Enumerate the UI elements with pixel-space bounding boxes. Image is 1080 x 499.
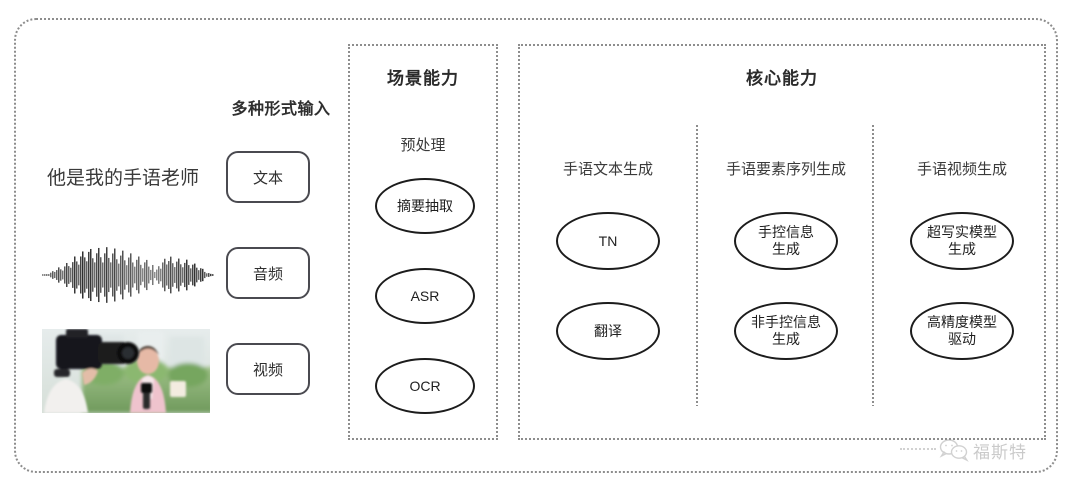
core-capability-title: 核心能力 xyxy=(746,69,818,88)
divider-mask-bottom xyxy=(695,406,701,438)
input-button-audio[interactable]: 音频 xyxy=(226,247,310,299)
scene-node-asr[interactable]: ASR xyxy=(375,268,475,324)
divider-mask-top xyxy=(695,46,701,124)
wechat-icon xyxy=(939,439,969,462)
watermark: 福斯特 xyxy=(900,432,1050,468)
core-column-2-subtitle: 手语要素序列生成 xyxy=(725,161,846,178)
core-node-non-manual-info[interactable]: 非手控信息生成 xyxy=(734,302,838,360)
core-node-tn[interactable]: TN xyxy=(556,212,660,270)
scene-capability-box: 场景能力 预处理 摘要抽取 ASR OCR xyxy=(348,44,498,440)
core-capability-box: 核心能力 手语文本生成 TN 翻译 手语要素序列生成 手控信息生成 非手控信息生… xyxy=(518,44,1046,440)
core-node-translation[interactable]: 翻译 xyxy=(556,302,660,360)
input-row-video: 视频 xyxy=(30,329,330,413)
input-row-audio: 音频 xyxy=(30,237,330,313)
input-button-text[interactable]: 文本 xyxy=(226,151,310,203)
input-row-text: 他是我的手语老师 文本 xyxy=(30,141,330,217)
video-thumbnail-image xyxy=(42,329,210,413)
scene-capability-title: 场景能力 xyxy=(387,69,459,88)
input-section-title: 多种形式输入 xyxy=(231,101,331,118)
scene-subtitle-preprocess: 预处理 xyxy=(400,137,446,154)
watermark-dotted-line xyxy=(900,448,936,452)
outer-frame xyxy=(14,18,1058,473)
core-node-hyperreal-model[interactable]: 超写实模型生成 xyxy=(910,212,1014,270)
core-column-1-subtitle: 手语文本生成 xyxy=(562,161,653,178)
sample-text-label: 他是我的手语老师 xyxy=(46,168,199,189)
core-column-sign-element-sequence: 手语要素序列生成 手控信息生成 非手控信息生成 xyxy=(695,46,874,438)
audio-waveform-icon xyxy=(38,237,218,313)
divider-mask-top xyxy=(871,46,877,124)
divider-mask-bottom xyxy=(871,406,877,438)
core-column-3-subtitle: 手语视频生成 xyxy=(916,161,1007,178)
scene-node-ocr[interactable]: OCR xyxy=(375,358,475,414)
core-column-sign-video: 手语视频生成 超写实模型生成 高精度模型驱动 xyxy=(871,46,1050,438)
core-column-sign-text: 手语文本生成 TN 翻译 xyxy=(520,46,696,438)
input-button-video[interactable]: 视频 xyxy=(226,343,310,395)
core-node-high-precision-drive[interactable]: 高精度模型驱动 xyxy=(910,302,1014,360)
scene-node-summary[interactable]: 摘要抽取 xyxy=(375,178,475,234)
core-node-manual-info[interactable]: 手控信息生成 xyxy=(734,212,838,270)
input-section: 多种形式输入 他是我的手语老师 文本 音频 xyxy=(30,95,330,425)
watermark-text: 福斯特 xyxy=(973,442,1027,462)
